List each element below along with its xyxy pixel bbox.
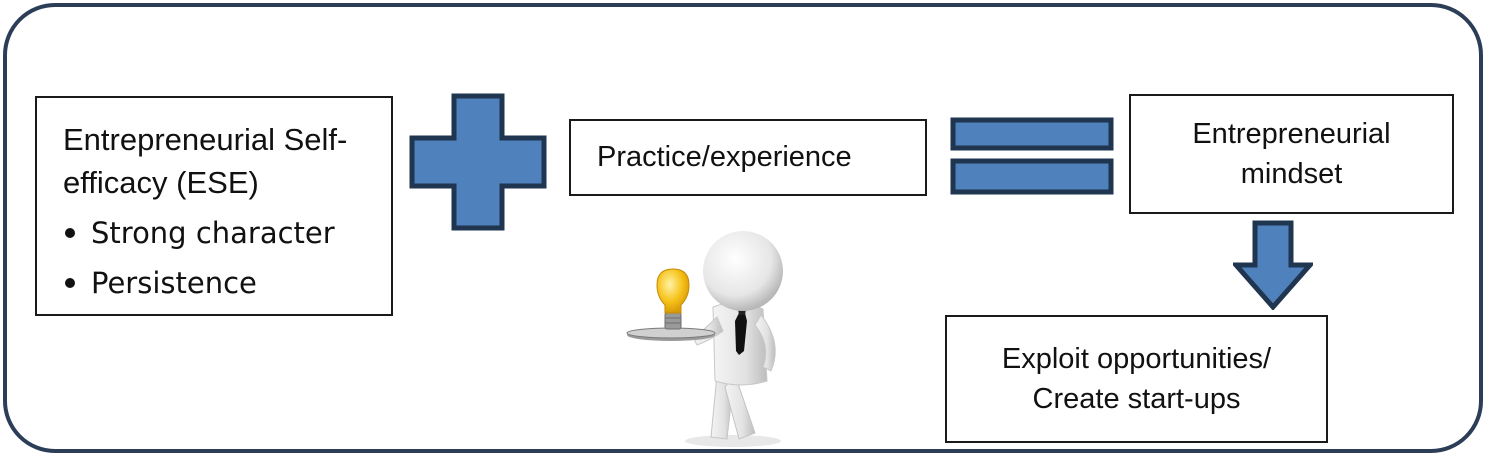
practice-label: Practice/experience [597,141,852,173]
ese-bullet-text: Strong character [91,216,335,250]
ese-bullet-list: Strong character Persistence [63,208,391,308]
ese-bullet-text: Persistence [91,266,257,300]
ese-box: Entrepreneurial Self-efficacy (ESE) Stro… [35,96,393,316]
equals-icon [950,117,1114,195]
bullet-dot-icon [65,228,75,238]
outcome-label: Exploit opportunities/ Create start-ups [1001,343,1272,415]
mindset-label: Entrepreneurial mindset [1192,118,1391,190]
plus-icon [409,93,547,231]
practice-box: Practice/experience [569,119,927,196]
person-lightbulb-figure [626,231,783,447]
outcome-box: Exploit opportunities/ Create start-ups [945,315,1328,443]
mindset-box: Entrepreneurial mindset [1129,94,1454,214]
ese-bullet-item: Persistence [63,258,391,308]
arrow-down-icon [1233,220,1313,310]
ese-title: Entrepreneurial Self-efficacy (ESE) [63,122,348,200]
ese-bullet-item: Strong character [63,208,391,258]
bullet-dot-icon [65,278,75,288]
